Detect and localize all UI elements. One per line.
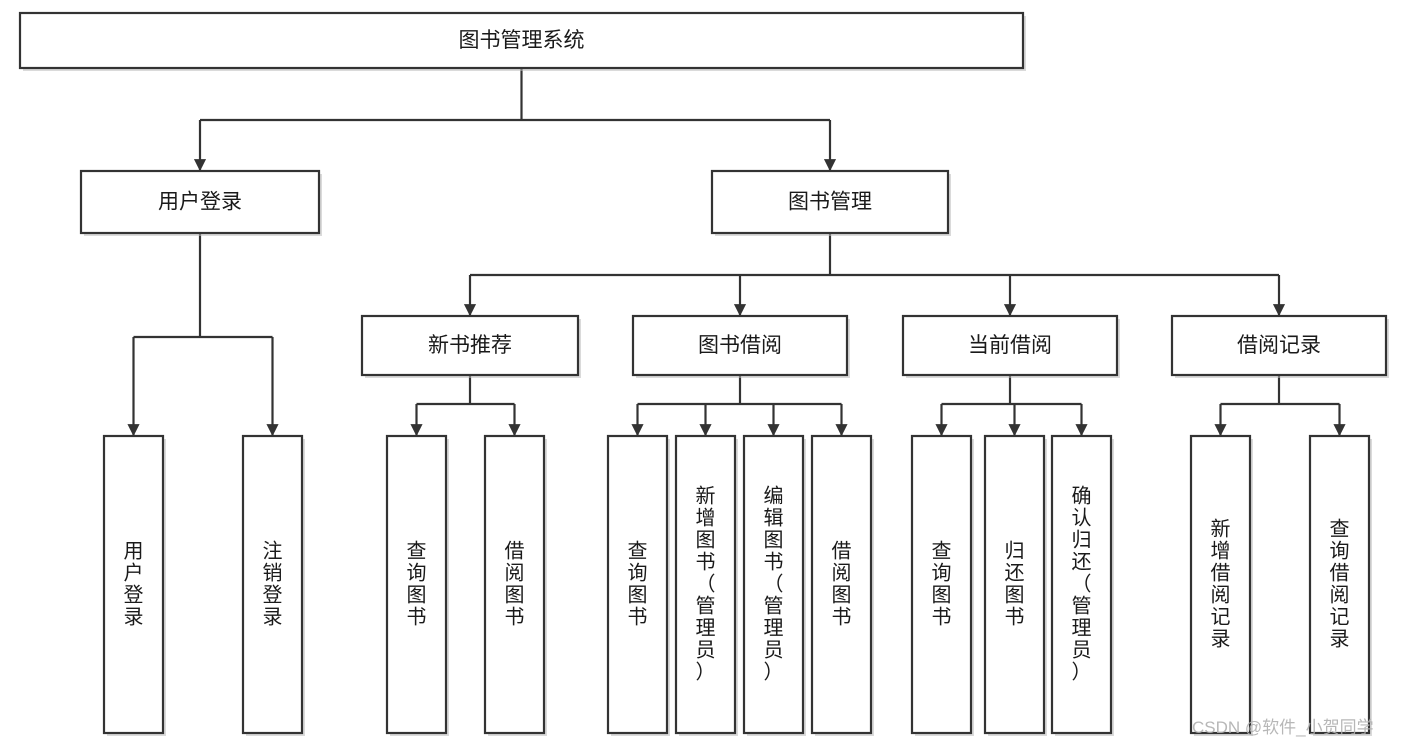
node-label: 注销登录 xyxy=(263,540,283,629)
node-leaf-borrow-book-bb[interactable]: 借阅图书 xyxy=(810,434,874,736)
node-label: 归还图书 xyxy=(1005,540,1025,629)
node-leaf-query-book-cb[interactable]: 查询图书 xyxy=(910,434,974,736)
node-label: 用户登录 xyxy=(158,191,242,214)
node-leaf-query-record[interactable]: 查询借阅记录 xyxy=(1308,434,1372,736)
connector-from-root xyxy=(193,68,837,172)
nodes-layer: 图书管理系统用户登录图书管理新书推荐图书借阅当前借阅借阅记录用户登录注销登录查询… xyxy=(18,11,1389,736)
node-leaf-query-book-bb[interactable]: 查询图书 xyxy=(606,434,670,736)
connector-from-user-login xyxy=(127,233,279,437)
node-leaf-user-logout[interactable]: 注销登录 xyxy=(241,434,305,736)
node-new-book-rec[interactable]: 新书推荐 xyxy=(360,314,581,378)
node-label: 编辑图书（管理员） xyxy=(764,485,784,684)
node-user-login[interactable]: 用户登录 xyxy=(79,169,322,236)
node-label: 借阅图书 xyxy=(832,540,852,629)
node-root[interactable]: 图书管理系统 xyxy=(18,11,1026,71)
node-label: 新书推荐 xyxy=(428,334,512,357)
node-leaf-add-book[interactable]: 新增图书（管理员） xyxy=(674,434,738,736)
node-label: 新增图书（管理员） xyxy=(696,485,716,684)
node-label: 图书管理系统 xyxy=(459,29,585,52)
connector-from-book-borrow xyxy=(631,375,848,437)
node-label: 借阅记录 xyxy=(1237,334,1321,357)
csdn-watermark: CSDN @软件_小贺同学 xyxy=(1192,718,1374,737)
node-leaf-user-login[interactable]: 用户登录 xyxy=(102,434,166,736)
node-label: 查询图书 xyxy=(407,540,427,629)
node-label: 当前借阅 xyxy=(968,334,1052,357)
node-label: 图书借阅 xyxy=(698,334,782,357)
node-label: 图书管理 xyxy=(788,191,872,214)
node-current-borrow[interactable]: 当前借阅 xyxy=(901,314,1120,378)
node-label: 确认归还（管理员） xyxy=(1072,485,1092,684)
connector-from-current-borrow xyxy=(935,375,1088,437)
node-label: 用户登录 xyxy=(124,541,144,629)
node-label: 借阅图书 xyxy=(505,540,525,629)
node-label: 新增借阅记录 xyxy=(1211,518,1231,651)
connector-from-book-manage xyxy=(463,233,1286,317)
node-leaf-query-book-rec[interactable]: 查询图书 xyxy=(385,434,449,736)
connectors-layer xyxy=(127,68,1346,437)
node-leaf-borrow-book-rec[interactable]: 借阅图书 xyxy=(483,434,547,736)
node-borrow-record[interactable]: 借阅记录 xyxy=(1170,314,1389,378)
node-leaf-confirm-return[interactable]: 确认归还（管理员） xyxy=(1050,434,1114,736)
node-leaf-return-book[interactable]: 归还图书 xyxy=(983,434,1047,736)
node-leaf-add-record[interactable]: 新增借阅记录 xyxy=(1189,434,1253,736)
node-leaf-edit-book[interactable]: 编辑图书（管理员） xyxy=(742,434,806,736)
connector-from-borrow-record xyxy=(1214,375,1346,437)
connector-from-new-book-rec xyxy=(410,375,521,437)
node-label: 查询借阅记录 xyxy=(1330,518,1350,651)
node-book-manage[interactable]: 图书管理 xyxy=(710,169,951,236)
node-label: 查询图书 xyxy=(628,540,648,629)
node-book-borrow[interactable]: 图书借阅 xyxy=(631,314,850,378)
node-label: 查询图书 xyxy=(932,540,952,629)
